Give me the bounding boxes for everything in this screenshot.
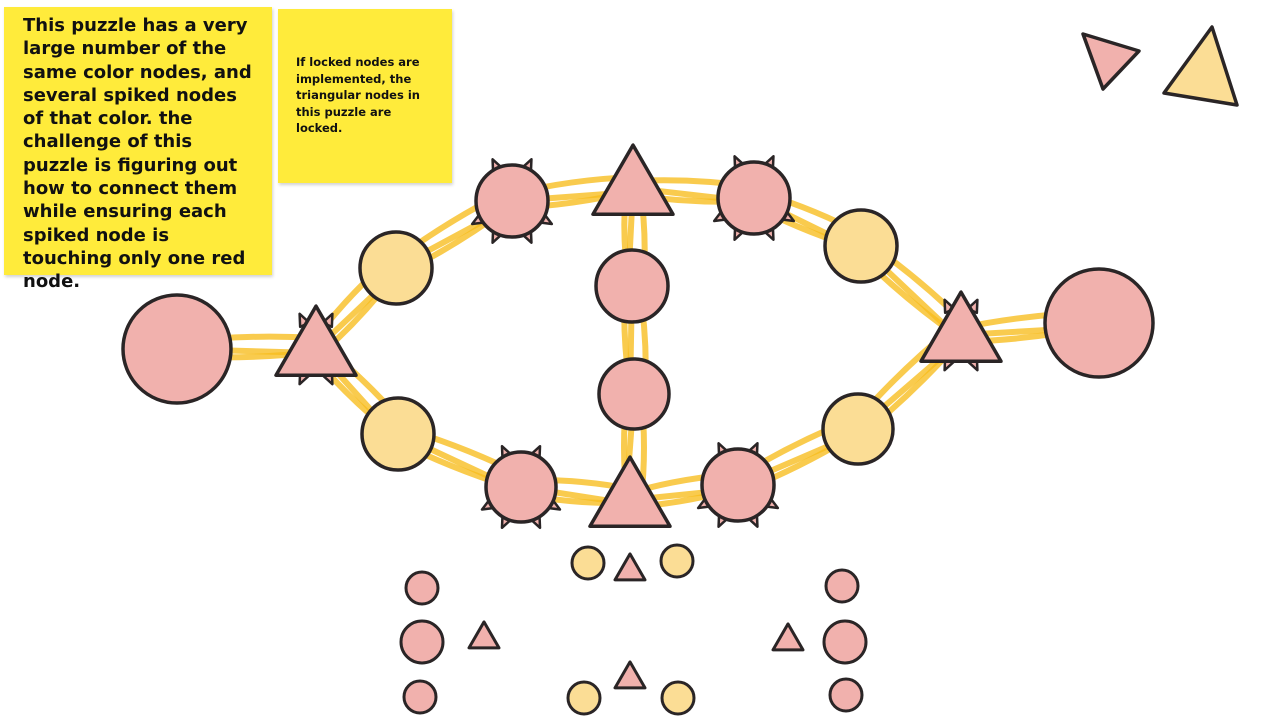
corner-triangles — [1081, 25, 1239, 107]
n-right-big-node — [1043, 267, 1155, 379]
nodes-layer — [121, 25, 1239, 716]
n-left-big-node — [121, 293, 233, 405]
small-red-circle — [828, 677, 864, 713]
corner-red-triangle — [1081, 32, 1141, 91]
locked-nodes-note: If locked nodes are implemented, the tri… — [278, 9, 452, 183]
n-r-mid-bot-node — [597, 357, 671, 431]
small-yellow-circle — [659, 543, 695, 579]
n-r-bot-l-node — [480, 444, 562, 530]
corner-yellow-triangle — [1162, 25, 1239, 107]
n-r-bot-r-node — [696, 442, 780, 528]
small-red-circle — [822, 619, 868, 665]
small-red-triangle — [771, 622, 805, 652]
locked-nodes-text: If locked nodes are implemented, the tri… — [296, 55, 420, 136]
small-red-circle — [824, 568, 860, 604]
n-tri-bot-triangle-node — [588, 455, 672, 529]
small-yellow-circle — [566, 680, 602, 716]
small-red-circle — [402, 679, 438, 715]
n-r-top-r-node — [712, 155, 796, 241]
small-red-circle — [404, 570, 440, 606]
n-tri-left-triangle-node — [274, 304, 358, 386]
n-tri-right-triangle-node — [919, 290, 1003, 372]
small-shape-groups — [399, 543, 868, 716]
small-yellow-circle — [570, 545, 606, 581]
n-y-ll-node — [360, 396, 436, 472]
puzzle-description-text: This puzzle has a very large number of t… — [23, 15, 252, 293]
n-r-mid-top-node — [594, 248, 670, 324]
n-y-lr-node — [821, 392, 895, 466]
small-red-circle — [399, 619, 445, 665]
small-red-triangle — [467, 620, 501, 650]
small-red-triangle — [613, 660, 647, 690]
small-yellow-circle — [660, 680, 696, 716]
puzzle-description-note: This puzzle has a very large number of t… — [4, 7, 272, 292]
small-red-triangle — [613, 552, 647, 582]
n-tri-top-triangle-node — [591, 143, 675, 217]
n-r-top-l-node — [470, 158, 554, 244]
n-y-ur-node — [823, 208, 899, 284]
n-y-ul-node — [358, 230, 434, 306]
